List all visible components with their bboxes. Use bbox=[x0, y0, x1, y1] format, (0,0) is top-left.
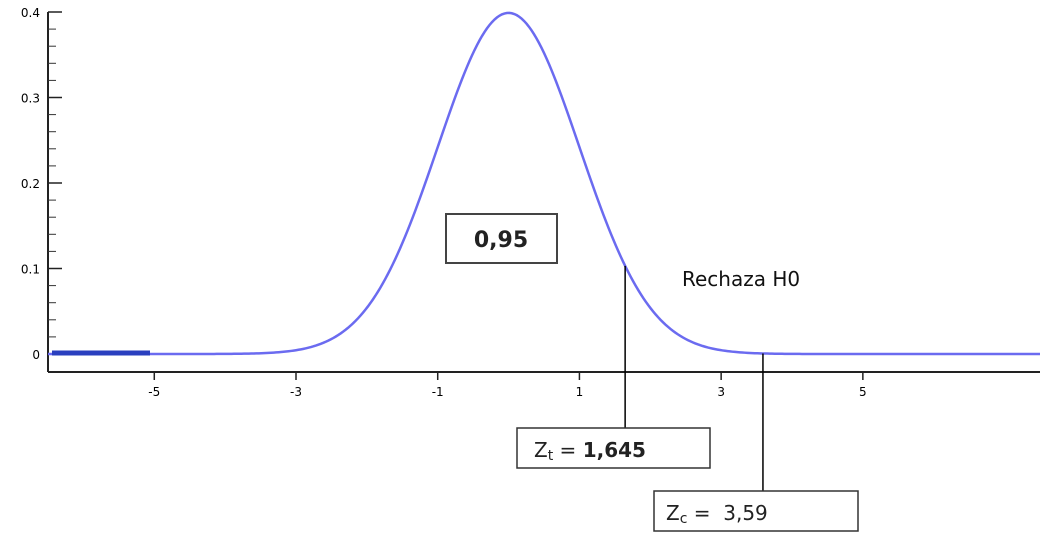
zc-label-box bbox=[653, 490, 859, 532]
x-tick-label: -1 bbox=[432, 385, 444, 399]
zc-value: 3,59 bbox=[723, 501, 768, 525]
zt-subscript: t bbox=[548, 448, 554, 464]
zt-label: Zt = 1,645 bbox=[534, 438, 646, 464]
y-tick-label: 0.2 bbox=[21, 177, 40, 191]
zc-equals: = bbox=[687, 501, 723, 525]
zc-subscript: c bbox=[680, 511, 688, 527]
x-ticks: -5 -3 -1 1 3 5 bbox=[148, 372, 867, 399]
y-ticks: 0 0.1 0.2 0.3 0.4 bbox=[21, 6, 62, 362]
y-tick-label: 0.1 bbox=[21, 263, 40, 277]
density-curve bbox=[48, 11, 1040, 356]
y-tick-label: 0.4 bbox=[21, 6, 40, 20]
x-tick-label: 5 bbox=[859, 385, 867, 399]
area-label-box bbox=[445, 213, 558, 264]
zc-label: Zc = 3,59 bbox=[666, 501, 768, 527]
reject-label: Rechaza H0 bbox=[682, 267, 800, 291]
x-tick-label: 3 bbox=[717, 385, 725, 399]
axes bbox=[47, 12, 1040, 373]
series-group bbox=[48, 11, 1040, 356]
zc-symbol: Z bbox=[666, 501, 680, 525]
y-tick-label: 0 bbox=[32, 348, 40, 362]
zt-symbol: Z bbox=[534, 438, 548, 462]
x-tick-label: -5 bbox=[148, 385, 160, 399]
area-label: 0,95 bbox=[474, 228, 528, 253]
x-tick-label: 1 bbox=[576, 385, 584, 399]
annotations: 0,95 Rechaza H0 Zt = 1,645 Zc = 3,59 bbox=[445, 213, 859, 532]
x-tick-label: -3 bbox=[290, 385, 302, 399]
zt-label-box bbox=[516, 427, 711, 469]
y-tick-label: 0.3 bbox=[21, 92, 40, 106]
zt-value: 1,645 bbox=[583, 438, 646, 462]
zt-equals: = bbox=[553, 438, 582, 462]
